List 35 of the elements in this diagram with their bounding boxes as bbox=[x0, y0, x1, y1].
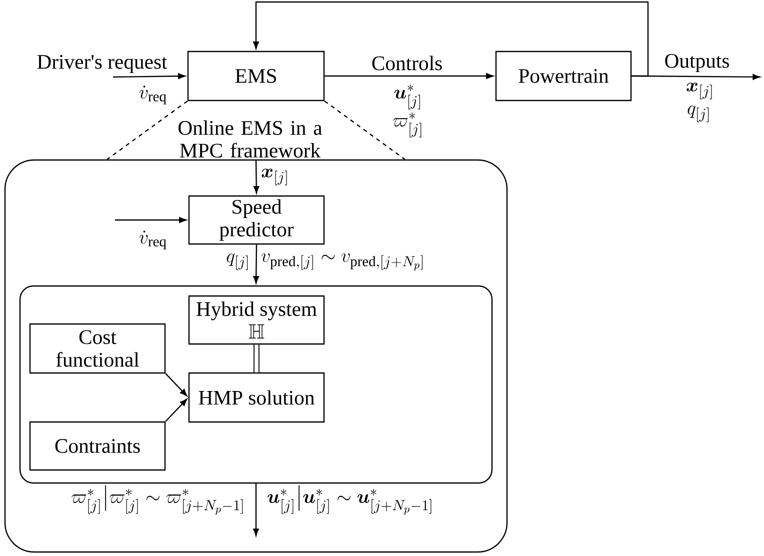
process-box: HMP solution bbox=[188, 372, 325, 423]
math-label: $\boldsymbol{x}_{[j]}$ bbox=[262, 168, 287, 186]
math-label: $q_{[j]}$ bbox=[688, 106, 709, 122]
arrow bbox=[324, 73, 494, 79]
math-label: $\varpi^*_{[j]}\big|\varpi^*_{[j]}\sim\varpi^*_{[j+N_p-1]}$ bbox=[72, 485, 243, 514]
dashed-line bbox=[106, 100, 188, 160]
arrow bbox=[115, 217, 186, 223]
edge-label: Outputs bbox=[665, 54, 729, 72]
math-label: $\boldsymbol{u}^*_{[j]}$ bbox=[394, 84, 420, 110]
math-label: $\varpi^*_{[j]}$ bbox=[392, 112, 422, 138]
process-box: EMS bbox=[187, 50, 325, 102]
arrow bbox=[113, 73, 186, 80]
process-box: Contraints bbox=[29, 421, 166, 471]
math-label: $v_{\mathrm{pred},[j]}\sim v_{\mathrm{pred},[j+N_p]}$ bbox=[261, 253, 423, 270]
math-label: $\dot{v}_{\mathrm{req}}$ bbox=[139, 230, 166, 250]
arrow bbox=[253, 1, 649, 77]
process-box: Speed predictor bbox=[188, 195, 325, 245]
arrow bbox=[253, 160, 260, 194]
process-box: Powertrain bbox=[495, 50, 632, 102]
dashed-line bbox=[324, 100, 406, 160]
process-box: Hybrid system $\mathbb{H}$ bbox=[188, 295, 325, 345]
node-label: Online EMS in a MPC framework bbox=[178, 120, 322, 158]
arrow bbox=[253, 244, 260, 284]
math-label: $\boldsymbol{u}^*_{[j]}\big|\boldsymbol{u}^*_{[j]}\sim\boldsymbol{u}^*_{[j+N_p-1]}$ bbox=[268, 485, 432, 514]
optimization-box bbox=[19, 285, 493, 484]
process-box: Cost functional bbox=[29, 323, 166, 374]
arrow bbox=[165, 398, 188, 422]
math-label: $\dot{v}_{\mathrm{req}}$ bbox=[139, 86, 166, 104]
arrow bbox=[165, 373, 188, 396]
edge-label: Controls bbox=[372, 56, 442, 70]
double-line bbox=[254, 344, 260, 372]
math-label: $q_{[j]}$ bbox=[226, 254, 248, 270]
arrow bbox=[253, 484, 259, 536]
edge-label: Driver's request bbox=[37, 54, 168, 74]
math-label: $\boldsymbol{x}_{[j]}$ bbox=[686, 82, 712, 100]
